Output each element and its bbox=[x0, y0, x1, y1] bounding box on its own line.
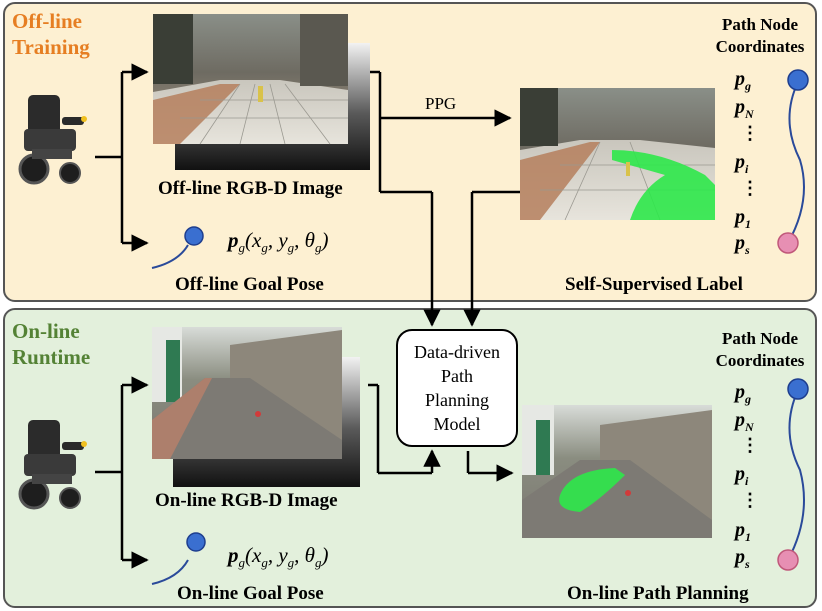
offline-rgb-image bbox=[153, 14, 348, 145]
offline-goal-label: Off-line Goal Pose bbox=[175, 274, 324, 295]
node-pN: pN bbox=[735, 409, 754, 434]
node-pg: pg bbox=[735, 381, 751, 406]
goal-pose-icon bbox=[151, 532, 206, 585]
dots: ⋮ bbox=[741, 123, 759, 143]
path-planning-model: Data-driven Path Planning Model bbox=[396, 329, 518, 447]
goal-pose-icon bbox=[151, 226, 204, 269]
offline-image-label: Off-line RGB-D Image bbox=[158, 178, 343, 199]
ppg-label: PPG bbox=[425, 94, 457, 113]
path-curve-icon bbox=[777, 378, 809, 571]
node-pi: pi bbox=[735, 151, 749, 176]
online-rgb-image bbox=[152, 327, 342, 459]
online-goal-label: On-line Goal Pose bbox=[177, 583, 324, 604]
path-curve-icon bbox=[777, 69, 809, 254]
node-p1: p1 bbox=[735, 206, 751, 231]
node-ps: ps bbox=[735, 546, 750, 571]
node-ps: ps bbox=[735, 232, 750, 257]
online-goal-pose-formula: pg(xg, yg, θg) bbox=[228, 543, 329, 571]
online-path-planning-label: On-line Path Planning bbox=[567, 583, 749, 604]
offline-title: Off-line Training bbox=[12, 9, 90, 59]
self-supervised-label-image bbox=[520, 88, 715, 221]
node-pN: pN bbox=[735, 96, 754, 121]
online-title: On-line Runtime bbox=[12, 319, 91, 369]
path-overlay bbox=[612, 150, 715, 220]
node-pg: pg bbox=[735, 68, 751, 93]
online-path-node-title: Path Node Coordinates bbox=[715, 329, 805, 370]
wheelchair-icon bbox=[18, 95, 87, 185]
dots: ⋮ bbox=[741, 435, 759, 455]
dots: ⋮ bbox=[741, 178, 759, 198]
dots: ⋮ bbox=[741, 490, 759, 510]
wheelchair-icon bbox=[18, 420, 87, 510]
self-supervised-label: Self-Supervised Label bbox=[565, 274, 743, 295]
online-path-planning-image bbox=[522, 405, 712, 538]
offline-path-node-title: Path Node Coordinates bbox=[715, 15, 805, 56]
online-image-label: On-line RGB-D Image bbox=[155, 490, 338, 511]
offline-goal-pose-formula: pg(xg, yg, θg) bbox=[228, 228, 329, 256]
node-pi: pi bbox=[735, 463, 749, 488]
node-p1: p1 bbox=[735, 519, 751, 544]
path-overlay bbox=[559, 468, 625, 512]
